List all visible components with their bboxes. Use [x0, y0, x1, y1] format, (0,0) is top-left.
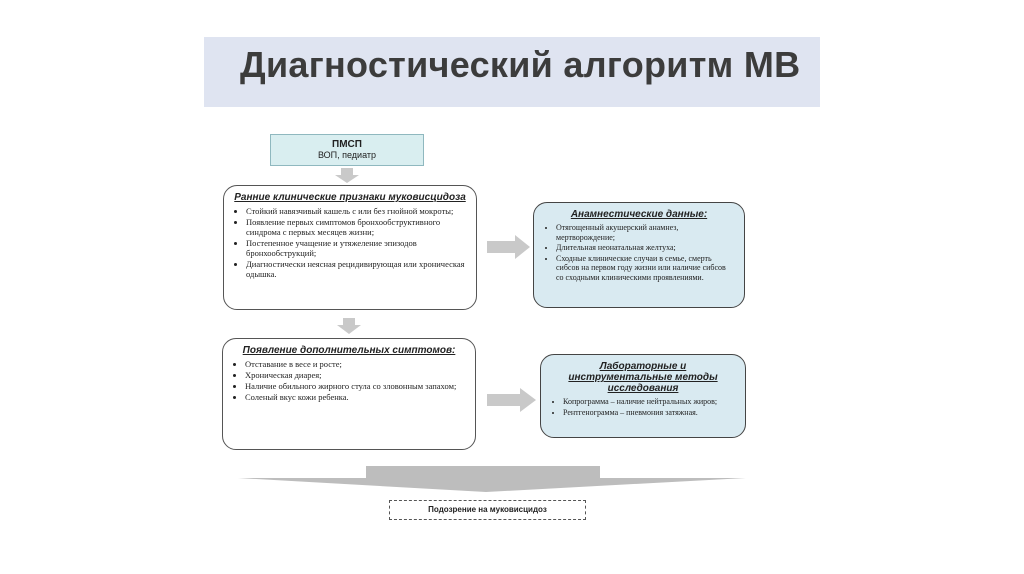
list-item: Появление первых симптомов бронхообструк…	[246, 217, 466, 237]
lab-methods-title: Лабораторные и инструментальные методы и…	[568, 361, 718, 394]
additional-symptoms-title: Появление дополнительных симптомов:	[242, 345, 456, 356]
result-box: Подозрение на муковисцидоз	[389, 500, 586, 520]
arrow-down-1	[335, 168, 359, 183]
lab-methods-list: Копрограмма – наличие нейтральных жиров;…	[551, 397, 735, 417]
list-item: Соленый вкус кожи ребенка.	[245, 392, 465, 402]
pmsp-sub: ВОП, педиатр	[317, 150, 377, 160]
pmsp-box: ПМСП ВОП, педиатр	[270, 134, 424, 166]
list-item: Длительная неонатальная желтуха;	[556, 243, 734, 253]
list-item: Сходные клинические случаи в семье, смер…	[556, 254, 734, 283]
anamnesis-box: Анамнестические данные: Отягощенный акуш…	[533, 202, 745, 308]
additional-symptoms-box: Появление дополнительных симптомов: Отст…	[222, 338, 476, 450]
arrow-converge	[238, 466, 746, 492]
early-signs-list: Стойкий навязчивый кашель с или без гной…	[234, 206, 466, 279]
list-item: Постепенное учащение и утяжеление эпизод…	[246, 238, 466, 258]
list-item: Диагностически неясная рецидивирующая ил…	[246, 259, 466, 279]
list-item: Стойкий навязчивый кашель с или без гной…	[246, 206, 466, 216]
early-signs-box: Ранние клинические признаки муковисцидоз…	[223, 185, 477, 310]
anamnesis-title: Анамнестические данные:	[570, 209, 708, 220]
early-signs-title: Ранние клинические признаки муковисцидоз…	[234, 192, 466, 203]
list-item: Наличие обильного жирного стула со злово…	[245, 381, 465, 391]
list-item: Отставание в весе и росте;	[245, 359, 465, 369]
list-item: Отягощенный акушерский анамнез, мертворо…	[556, 223, 734, 242]
list-item: Рентгенограмма – пневмония затяжная.	[563, 408, 735, 418]
pmsp-heading: ПМСП	[332, 139, 362, 150]
arrow-down-2	[337, 318, 361, 334]
anamnesis-list: Отягощенный акушерский анамнез, мертворо…	[544, 223, 734, 282]
list-item: Хроническая диарея;	[245, 370, 465, 380]
slide-title: Диагностический алгоритм МВ	[240, 44, 801, 85]
list-item: Копрограмма – наличие нейтральных жиров;	[563, 397, 735, 407]
additional-symptoms-list: Отставание в весе и росте; Хроническая д…	[233, 359, 465, 402]
arrow-right-1	[487, 235, 530, 259]
title-band	[204, 37, 820, 107]
arrow-right-2	[487, 388, 536, 412]
lab-methods-box: Лабораторные и инструментальные методы и…	[540, 354, 746, 438]
